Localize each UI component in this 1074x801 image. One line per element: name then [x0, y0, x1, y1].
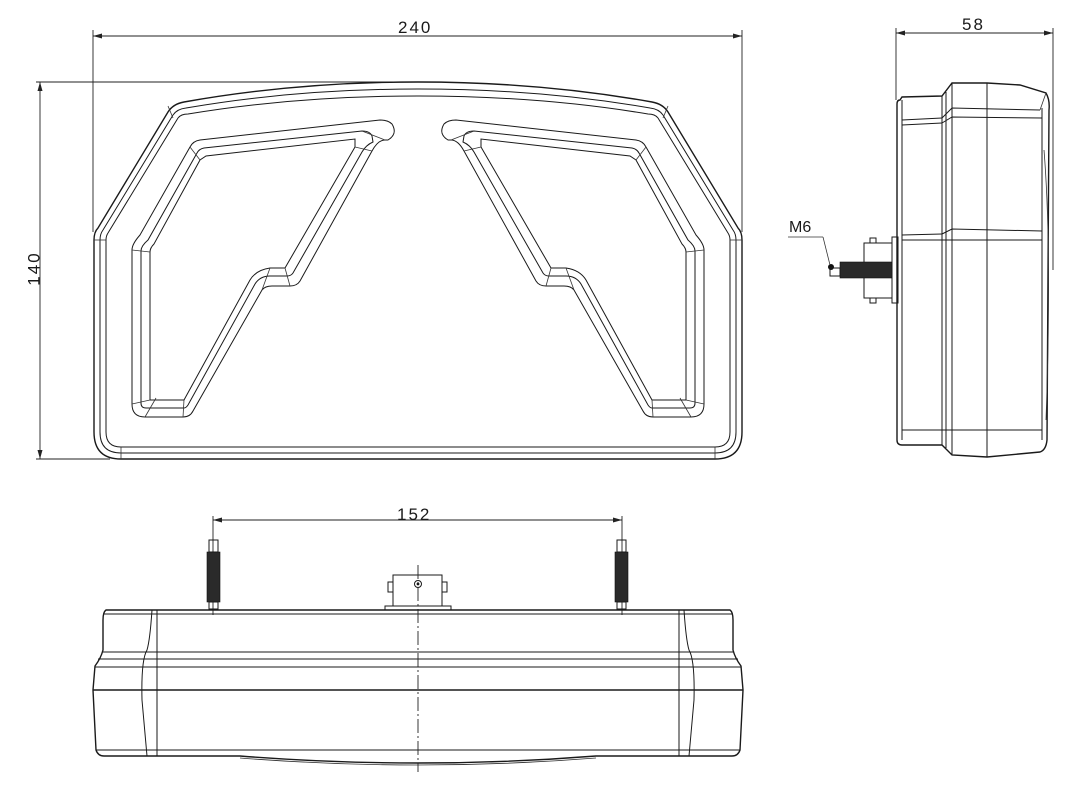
dimension-stud-spacing [212, 516, 623, 615]
top-view [92, 516, 744, 772]
dimension-height-label: 140 [24, 251, 44, 286]
left-lens [131, 119, 395, 418]
stud-left [206, 539, 221, 610]
callout-m6-leader [788, 236, 831, 266]
stud-right [614, 539, 629, 610]
side-view [788, 28, 1054, 458]
connector-stud [828, 236, 899, 304]
dimension-height [36, 81, 410, 460]
housing-outline [93, 81, 743, 460]
dimension-width [92, 30, 743, 232]
dimension-width-label: 240 [398, 18, 433, 37]
front-view [36, 30, 743, 460]
dimension-depth-label: 58 [962, 15, 985, 34]
dimension-stud-spacing-label: 152 [397, 505, 432, 524]
thread-callout-label: M6 [789, 219, 812, 236]
dimension-depth [895, 28, 1054, 270]
right-lens [441, 119, 705, 418]
